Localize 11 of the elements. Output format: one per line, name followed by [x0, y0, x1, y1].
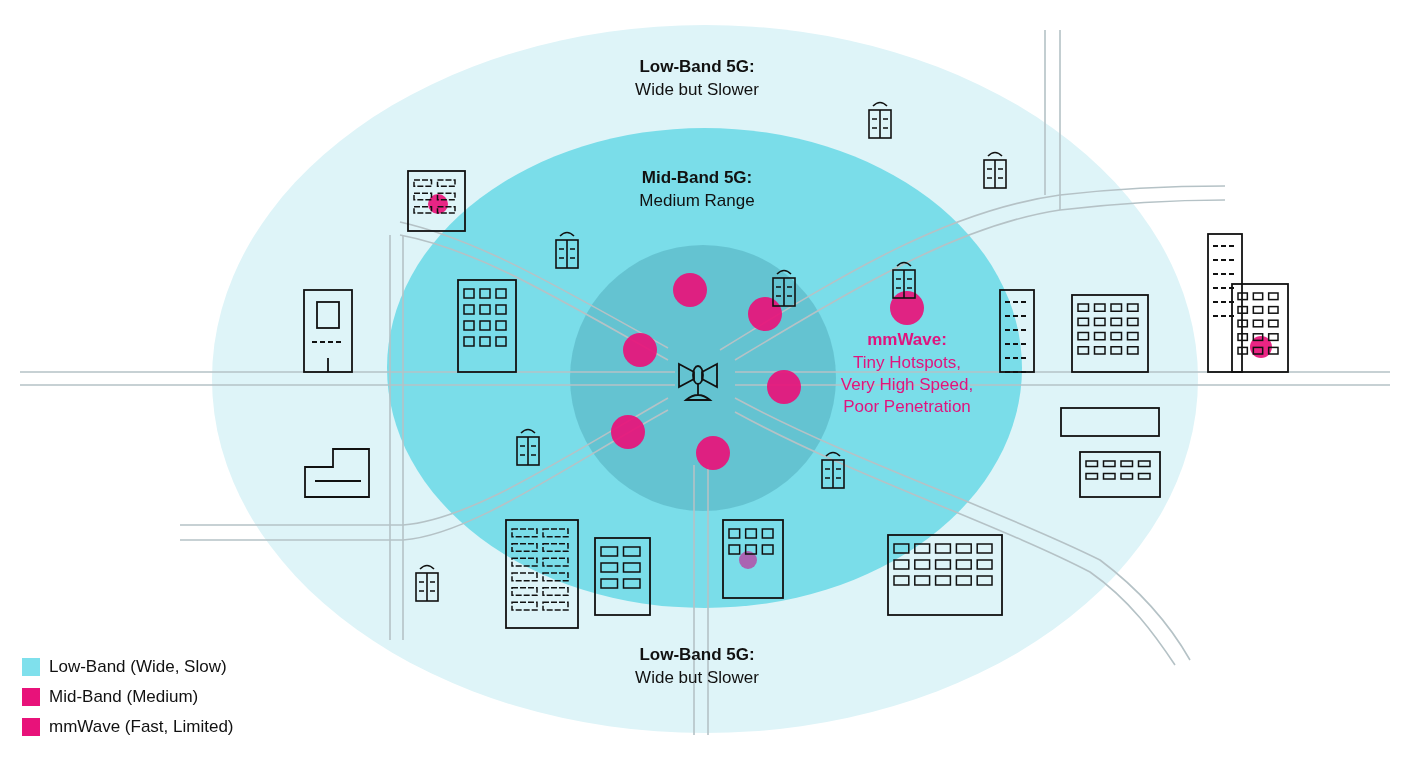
- band-heading: Low-Band 5G:: [639, 57, 755, 77]
- mmwave-heading: mmWave:: [866, 330, 948, 350]
- legend-text: mmWave (Fast, Limited): [49, 717, 234, 737]
- legend-text: Mid-Band (Medium): [49, 687, 199, 707]
- band-description: Medium Range: [639, 191, 755, 211]
- band-heading: Low-Band 5G:: [639, 645, 755, 665]
- band-description: Wide but Slower: [635, 80, 759, 100]
- mmwave-description: Tiny Hotspots, Very High Speed, Poor Penetration: [839, 352, 975, 418]
- band-description: Wide but Slower: [635, 668, 759, 688]
- legend-text: Low-Band (Wide, Slow): [49, 657, 227, 677]
- band-heading: Mid-Band 5G:: [641, 168, 753, 188]
